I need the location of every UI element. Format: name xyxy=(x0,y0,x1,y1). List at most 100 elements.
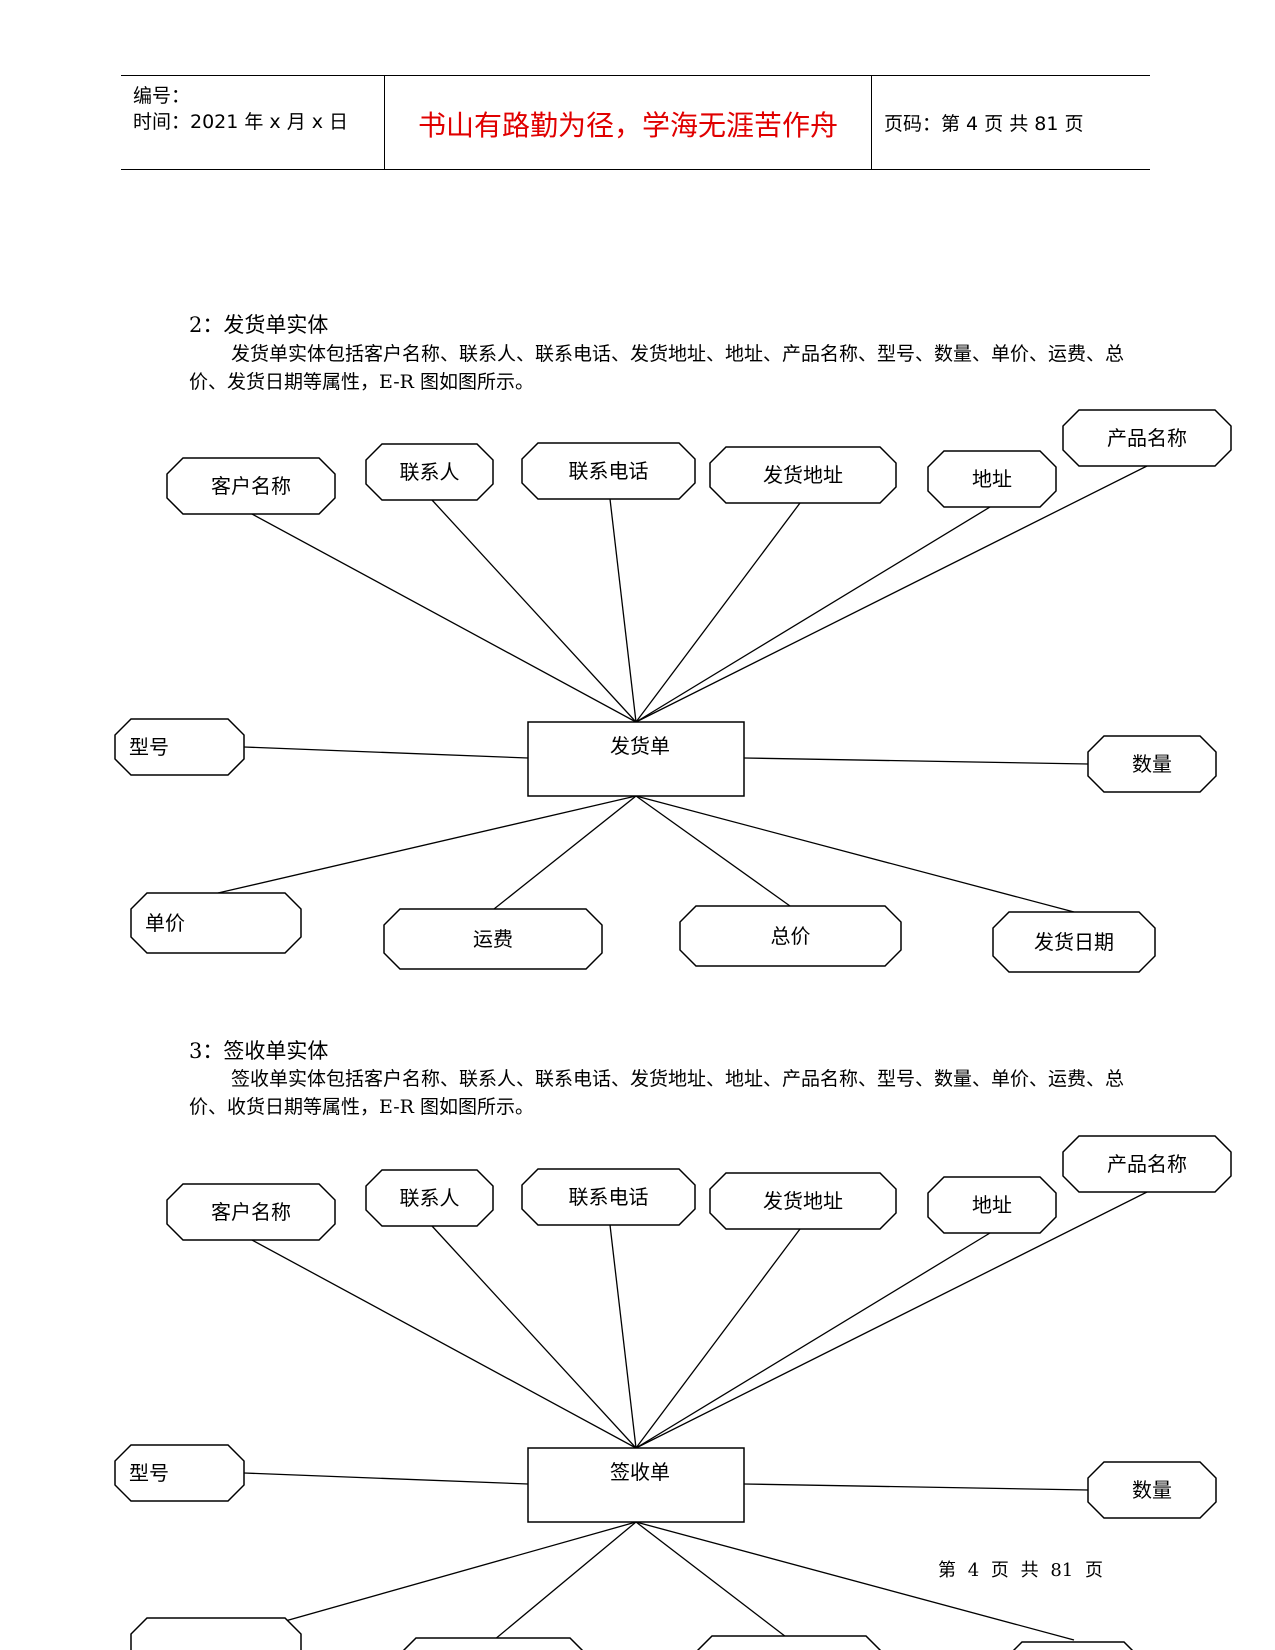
attribute-shape xyxy=(1087,735,1217,793)
attribute-shape xyxy=(383,908,603,970)
document-time-label: 时间：2021 年 x 月 x 日 xyxy=(133,111,349,133)
page-footer: 第 4 页 共 81 页 xyxy=(938,1560,1103,1581)
attribute-label: 地址 xyxy=(972,467,1012,491)
attribute-node: 客户名称 xyxy=(166,1183,336,1241)
attribute-shape xyxy=(114,718,245,776)
relationship-line xyxy=(431,1225,637,1449)
attribute-shape xyxy=(1062,1135,1232,1193)
attribute-node: 发货日期 xyxy=(992,911,1156,973)
attribute-shape xyxy=(709,446,897,504)
attribute-node: 总价 xyxy=(679,905,902,967)
attribute-node: 产品名称 xyxy=(1062,409,1232,467)
attribute-node: 地址 xyxy=(927,1176,1057,1234)
attribute-shape xyxy=(365,443,494,501)
header-left-cell: 编号： 时间：2021 年 x 月 x 日 xyxy=(121,76,385,169)
relationship-line xyxy=(635,1521,1075,1641)
attribute-label: 联系电话 xyxy=(569,1185,649,1209)
attribute-shape xyxy=(521,442,696,500)
attribute-label: 联系人 xyxy=(400,460,460,484)
relationship-line xyxy=(243,746,529,759)
attribute-label: 发货地址 xyxy=(763,463,843,487)
relationship-line xyxy=(743,757,1089,765)
attribute-label: 数量 xyxy=(1132,752,1172,776)
attribute-label: 发货日期 xyxy=(1034,930,1114,954)
attribute-label: 数量 xyxy=(1132,1478,1172,1502)
relationship-line xyxy=(243,1472,529,1485)
attribute-node: 型号 xyxy=(114,1444,245,1502)
attribute-label: 客户名称 xyxy=(211,1200,291,1224)
header-middle-cell: 书山有路勤为径，学海无涯苦作舟 xyxy=(385,76,872,169)
attribute-shape xyxy=(696,1635,882,1650)
attribute-shape xyxy=(927,1176,1057,1234)
relationship-line xyxy=(251,513,637,723)
attribute-node: 数量 xyxy=(1087,1461,1217,1519)
attribute-shape xyxy=(1062,409,1232,467)
attribute-label: 运费 xyxy=(473,927,513,951)
attribute-node: 联系人 xyxy=(365,443,494,501)
attribute-label: 地址 xyxy=(972,1193,1012,1217)
attribute-node: 发货地址 xyxy=(709,1172,897,1230)
relationship-line xyxy=(217,795,637,894)
attribute-node: 型号 xyxy=(114,718,245,776)
header-right-cell: 页码：第 4 页 共 81 页 xyxy=(872,76,1150,169)
entity-box xyxy=(527,721,745,797)
attribute-label: 型号 xyxy=(129,1461,169,1485)
attribute-node: 联系电话 xyxy=(521,442,696,500)
attribute-node: 运费 xyxy=(383,908,603,970)
attribute-node: 产品名称 xyxy=(1062,1135,1232,1193)
relationship-line xyxy=(431,499,637,723)
relationship-line xyxy=(635,465,1148,723)
attribute-node: 联系电话 xyxy=(521,1168,696,1226)
header-table: 编号： 时间：2021 年 x 月 x 日 书山有路勤为径，学海无涯苦作舟 页码… xyxy=(121,75,1150,170)
attribute-node: 数量 xyxy=(1087,735,1217,793)
header-page-info: 页码：第 4 页 共 81 页 xyxy=(884,113,1084,135)
relationship-line xyxy=(635,1232,991,1449)
attribute-shape xyxy=(1087,1461,1217,1519)
attribute-shape xyxy=(709,1172,897,1230)
attribute-shape xyxy=(927,450,1057,508)
relationship-line xyxy=(635,795,1075,913)
attribute-shape xyxy=(166,1183,336,1241)
entity-label: 发货单 xyxy=(610,734,670,758)
attribute-label: 联系电话 xyxy=(569,459,649,483)
attribute-label: 总价 xyxy=(771,924,811,948)
section-title: 2：发货单实体 xyxy=(189,313,329,337)
attribute-shape xyxy=(521,1168,696,1226)
attribute-shape xyxy=(130,892,302,954)
section-body: 发货单实体包括客户名称、联系人、联系电话、发货地址、地址、产品名称、型号、数量、… xyxy=(189,343,1125,393)
attribute-label: 产品名称 xyxy=(1107,1152,1187,1176)
attribute-shape xyxy=(402,1637,584,1650)
relationship-line xyxy=(493,1521,637,1641)
relationship-line xyxy=(493,795,637,910)
attribute-label: 型号 xyxy=(129,735,169,759)
attribute-node: 联系人 xyxy=(365,1169,494,1227)
section-title: 3：签收单实体 xyxy=(189,1039,329,1063)
relationship-line xyxy=(635,1521,791,1641)
attribute-label: 联系人 xyxy=(400,1186,460,1210)
relationship-line xyxy=(635,506,991,723)
attribute-label: 客户名称 xyxy=(211,474,291,498)
attribute-shape xyxy=(130,1617,302,1650)
entity-label: 签收单 xyxy=(610,1460,670,1484)
relationship-line xyxy=(635,1228,801,1449)
attribute-node: 单价 xyxy=(130,892,302,954)
relationship-line xyxy=(251,1239,637,1449)
relationship-line xyxy=(635,502,801,723)
relationship-line xyxy=(635,1191,1148,1449)
header-motto: 书山有路勤为径，学海无涯苦作舟 xyxy=(417,109,838,142)
attribute-label: 发货地址 xyxy=(763,1189,843,1213)
relationship-line xyxy=(743,1483,1089,1491)
attribute-shape xyxy=(1012,1641,1134,1650)
relationship-line xyxy=(635,795,791,907)
attribute-shape xyxy=(166,457,336,515)
relationship-line xyxy=(609,498,637,723)
attribute-node: 地址 xyxy=(927,450,1057,508)
relationship-line xyxy=(609,1224,637,1449)
section-body: 签收单实体包括客户名称、联系人、联系电话、发货地址、地址、产品名称、型号、数量、… xyxy=(189,1068,1125,1118)
document-number-label: 编号： xyxy=(133,85,191,107)
attribute-shape xyxy=(992,911,1156,973)
attribute-label: 产品名称 xyxy=(1107,426,1187,450)
attribute-node: 发货地址 xyxy=(709,446,897,504)
